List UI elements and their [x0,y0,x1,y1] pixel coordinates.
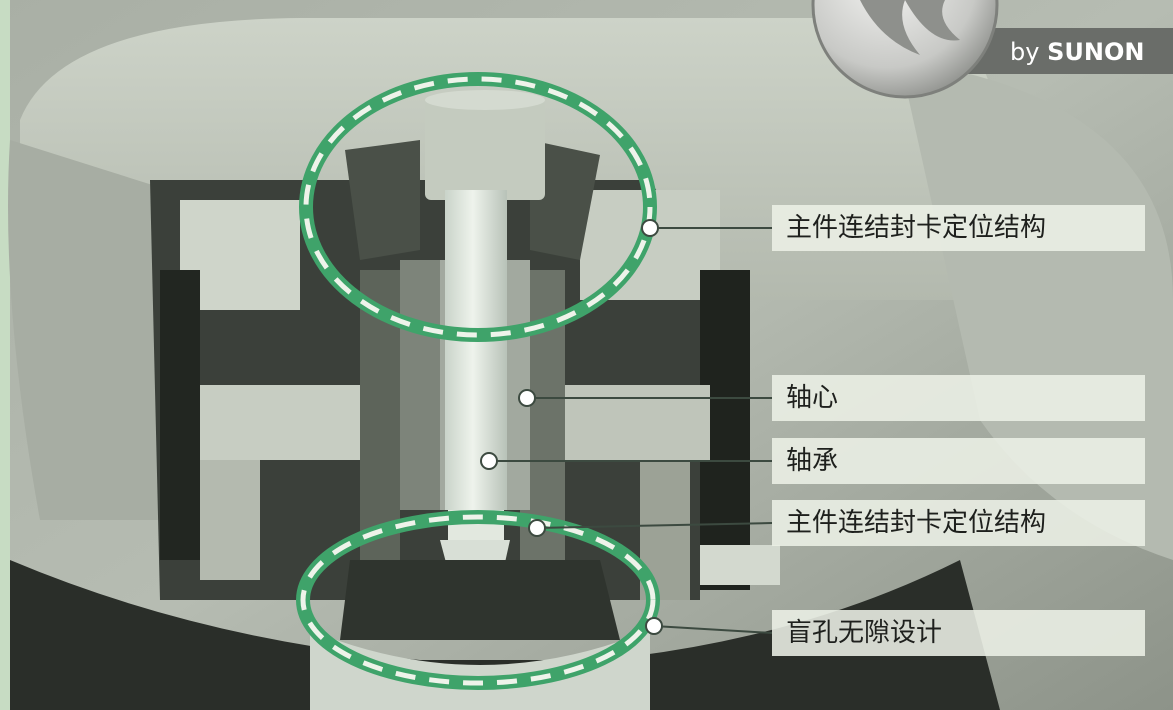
top-clip-dark [345,140,420,260]
callout-label-bottom-clip-structure: 主件连结封卡定位结构 [772,500,1145,546]
callout-label-shaft: 轴心 [772,375,1145,421]
left-lower-strut [200,460,260,580]
callout-label-blind-hole-design: 盲孔无隙设计 [772,610,1145,656]
brand-name: by SUNON [1010,38,1144,66]
bottom-highlight-ring [296,510,660,690]
bearing-sleeve-shadow [400,260,440,510]
left-edge-strip [0,0,10,710]
blind-hole-floor [310,630,650,710]
bottom-dark-base [10,560,1000,710]
callout-label-top-clip-structure: 主件连结封卡定位结构 [772,205,1145,251]
badge-ribbon [960,28,1173,74]
leader-dots [480,219,663,635]
sunon-logo-badge [811,0,1173,99]
right-small-block [700,545,780,585]
brand-company: SUNON [1047,38,1145,66]
leader-dot-blind-hole [645,617,663,635]
badge-disc [811,0,999,99]
leader-dot-bearing [480,452,498,470]
left-pillar [160,270,200,560]
leader-dot-shaft [518,389,536,407]
blind-hole-wall [340,560,620,640]
leader-dot-top-clip [641,219,659,237]
top-clip-dark-right [530,140,600,260]
top-highlight-ring [299,72,657,342]
right-blade-surface [900,60,1173,560]
brand-prefix: by [1010,38,1040,66]
leader-line-bottom-clip [536,522,773,529]
right-ledge [560,385,710,460]
leader-line-blind-hole [653,625,773,634]
shaft-cap [425,100,545,200]
leader-lines [489,227,773,634]
leader-dot-bottom-clip [528,519,546,537]
shaft-cap-top [425,90,545,110]
callout-label-bearing: 轴承 [772,438,1145,484]
fan-blade-logo-icon [860,0,960,55]
